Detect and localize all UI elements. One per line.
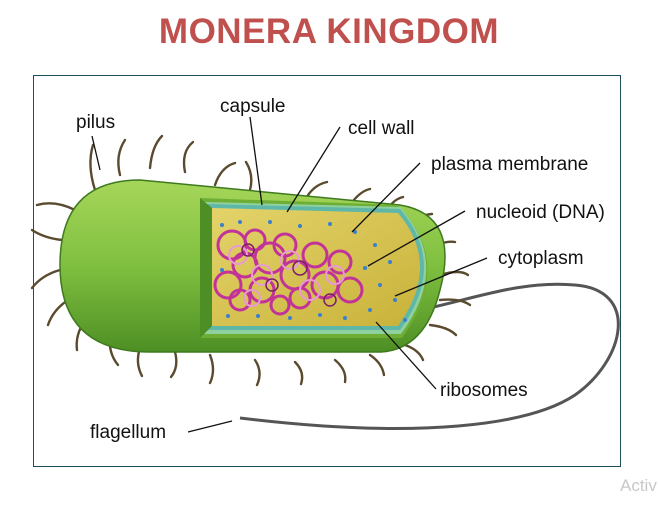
label-cytoplasm: cytoplasm <box>498 248 584 269</box>
cytoplasm-leader <box>394 257 488 297</box>
plasma-membrane-leader <box>351 162 421 233</box>
label-nucleoid: nucleoid (DNA) <box>476 202 605 223</box>
page-title: MONERA KINGDOM <box>158 12 500 51</box>
label-flagellum: flagellum <box>90 422 166 443</box>
flagellum <box>239 282 620 430</box>
label-pilus: pilus <box>76 112 115 133</box>
ribosomes <box>220 220 407 322</box>
cut-face <box>200 198 212 338</box>
flagellum-leader <box>187 420 233 433</box>
pilus-leader <box>91 135 101 171</box>
label-capsule: capsule <box>220 96 286 117</box>
watermark-text: Activ <box>620 476 657 495</box>
label-ribosomes: ribosomes <box>440 380 528 401</box>
capsule-leader <box>249 116 263 206</box>
ribosomes-leader <box>375 321 437 390</box>
nucleoid-leader <box>367 210 466 267</box>
label-cell-wall: cell wall <box>348 118 415 139</box>
label-plasma-membrane: plasma membrane <box>431 154 588 175</box>
cell-wall-leader <box>286 126 341 213</box>
nucleoid-dna <box>213 228 364 316</box>
